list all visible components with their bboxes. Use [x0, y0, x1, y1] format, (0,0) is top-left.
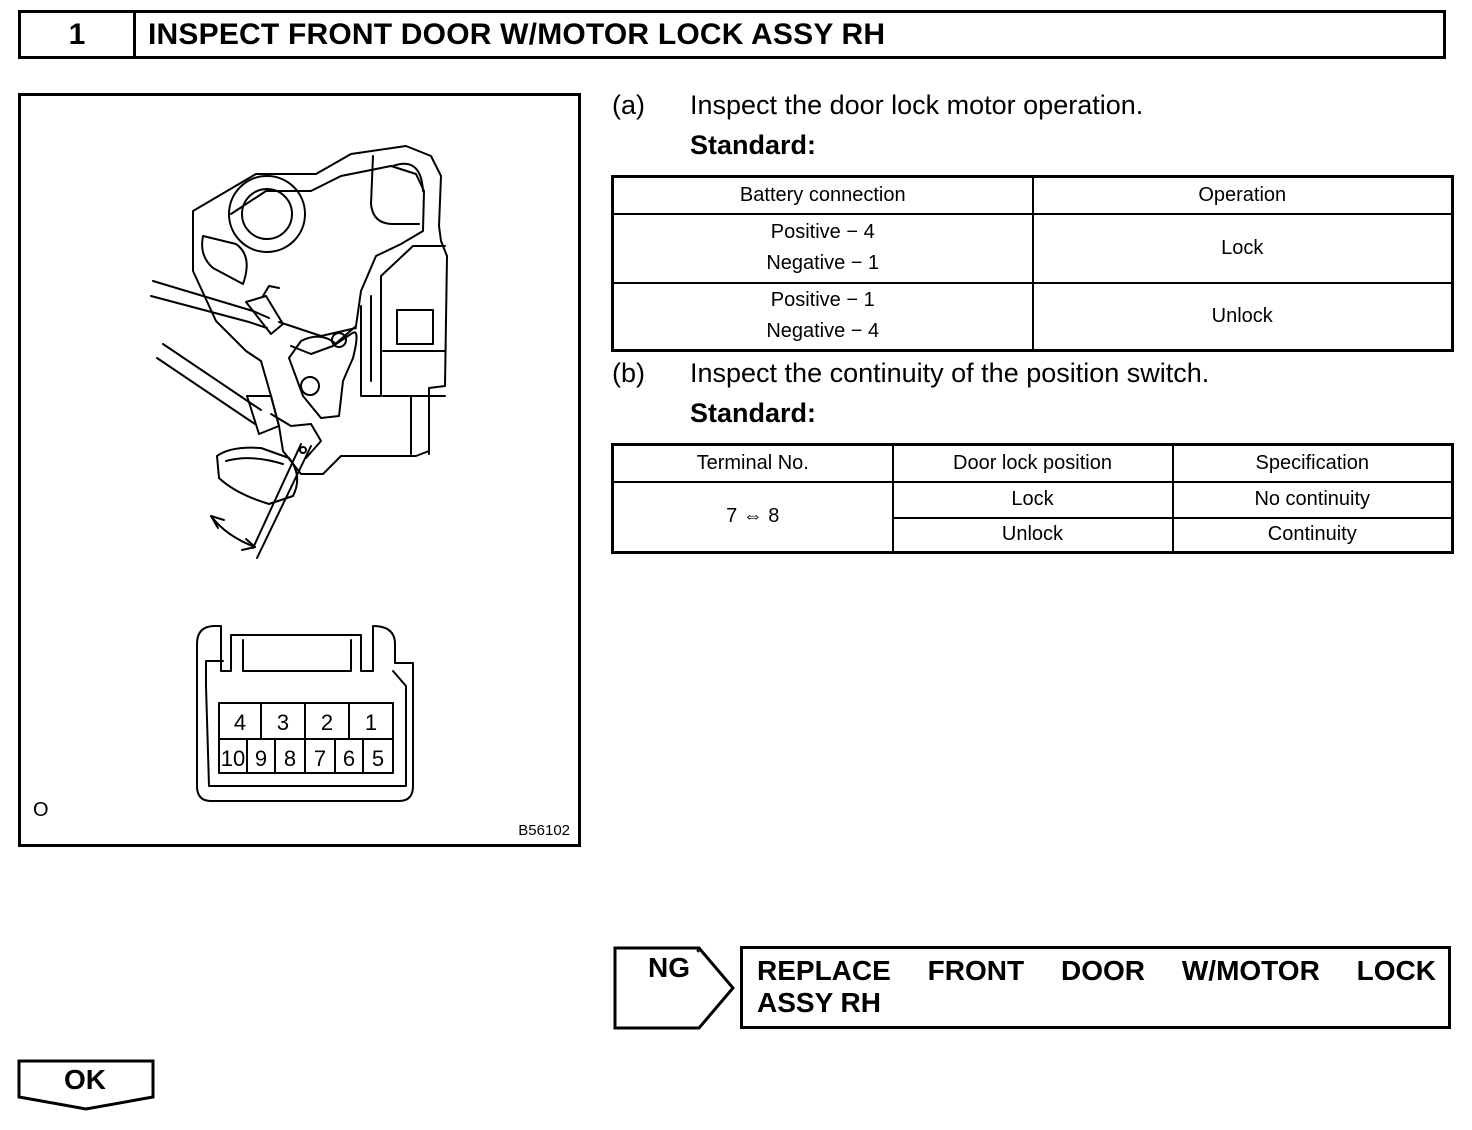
position-switch-table: Terminal No. Door lock position Specific…: [611, 443, 1454, 554]
header-battery-connection: Battery connection: [611, 175, 1034, 215]
mounting-hole-outer: [228, 175, 306, 253]
table-row: 7 ⇔ 8 Lock No continuity: [611, 480, 1454, 554]
connector-inner-frame: [205, 670, 407, 787]
terminal-grid-top-cols: [260, 702, 350, 740]
step-header: 1 INSPECT FRONT DOOR W/MOTOR LOCK ASSY R…: [18, 10, 1446, 59]
terminal-label: 6: [343, 746, 355, 771]
terminal-label: 10: [221, 746, 245, 771]
lever-plate: [288, 331, 358, 419]
figure-corner-mark: O: [33, 799, 49, 821]
connector-inner: [205, 639, 352, 687]
battery-connection-cell: Positive − 4 Negative − 1: [611, 212, 1034, 284]
connection-line: Negative − 1: [766, 252, 880, 274]
top-hook: [370, 155, 420, 225]
ng-action-line: ASSY RH: [757, 987, 881, 1018]
position-cell: Unlock: [891, 516, 1174, 554]
actuator-lines: [382, 350, 446, 397]
connection-line: Positive − 1: [770, 289, 875, 312]
swing-arrow-left: [210, 515, 225, 529]
release-lever-inner: [225, 457, 284, 465]
lower-cable-link: [270, 413, 322, 459]
step-b-label: (b): [612, 358, 645, 388]
door-lock-illustration: 4 3 2 1 10 9 8 7 6 5 O B56102: [18, 93, 581, 847]
lever-pivot: [331, 332, 347, 348]
connector-outline: [196, 625, 414, 802]
lower-cable-end: [246, 395, 280, 435]
swing-lines: [252, 443, 312, 559]
ng-action-line: REPLACE FRONT DOOR W/MOTOR LOCK: [757, 955, 1436, 986]
step-number: 1: [21, 13, 136, 56]
release-pivot: [299, 446, 307, 454]
connection-line: Negative − 4: [766, 320, 880, 343]
actuator-window: [396, 309, 434, 345]
terminal-label: 5: [372, 746, 384, 771]
terminal-label: 9: [255, 746, 267, 771]
left-bracket: [201, 235, 248, 285]
figure-code: B56102: [518, 822, 570, 839]
terminal-cell: 7 ⇔ 8: [611, 480, 894, 554]
step-b-text: Inspect the continuity of the position s…: [690, 358, 1210, 388]
lock-body-inner: [230, 165, 425, 355]
operation-cell: Lock: [1031, 212, 1454, 284]
step-b-standard-label: Standard:: [690, 398, 817, 428]
step-a-text: Inspect the door lock motor operation.: [690, 90, 1144, 120]
upper-cable: [150, 280, 270, 329]
lever-hole: [300, 376, 320, 396]
ok-arrow-icon: [17, 1059, 155, 1111]
ng-action-box: REPLACE FRONT DOOR W/MOTOR LOCK ASSY RH: [740, 946, 1451, 1029]
terminal-grid-bottom-cols: [246, 738, 364, 774]
position-cell: Lock: [891, 480, 1174, 519]
terminal-label: 8: [284, 746, 296, 771]
door-lock-drawing: 4 3 2 1 10 9 8 7 6 5: [150, 145, 448, 802]
header-specification: Specification: [1171, 443, 1454, 483]
table-row: Positive − 1 Negative − 4 Unlock: [611, 281, 1454, 352]
terminal-label: 7: [314, 746, 326, 771]
header-terminal-no: Terminal No.: [611, 443, 894, 483]
table-row: Unlock Continuity: [613, 516, 1454, 554]
motor-operation-table: Battery connection Operation Positive − …: [611, 175, 1454, 352]
ng-arrow-icon: [613, 946, 735, 1030]
connection-line: Positive − 4: [770, 221, 875, 243]
header-door-lock-position: Door lock position: [891, 443, 1174, 483]
terminal-label: 1: [365, 710, 377, 735]
terminal-label: 2: [321, 710, 333, 735]
header-operation: Operation: [1031, 175, 1454, 215]
step-title: INSPECT FRONT DOOR W/MOTOR LOCK ASSY RH: [148, 17, 886, 51]
battery-connection-cell: Positive − 1 Negative − 4: [611, 281, 1034, 352]
mounting-hole-inner: [241, 188, 293, 240]
terminal-label: 4: [234, 710, 246, 735]
lower-cable: [156, 343, 262, 425]
table-row: Positive − 4 Negative − 1 Lock: [611, 212, 1454, 284]
operation-cell: Unlock: [1031, 281, 1454, 352]
lock-body-outline: [192, 145, 448, 475]
swing-arrow-right: [241, 538, 256, 551]
upper-cable-link: [262, 285, 357, 337]
specification-cell: Continuity: [1171, 516, 1454, 554]
release-lever: [216, 446, 299, 505]
top-hook-inner: [392, 162, 424, 192]
terminal-label: 3: [277, 710, 289, 735]
step-a-label: (a): [612, 90, 645, 120]
actuator-post: [410, 395, 430, 455]
step-a-standard-label: Standard:: [690, 130, 817, 160]
ok-label: OK: [64, 1064, 106, 1095]
ng-label: NG: [648, 952, 690, 983]
specification-cell: No continuity: [1171, 480, 1454, 519]
actuator-housing: [360, 245, 446, 397]
